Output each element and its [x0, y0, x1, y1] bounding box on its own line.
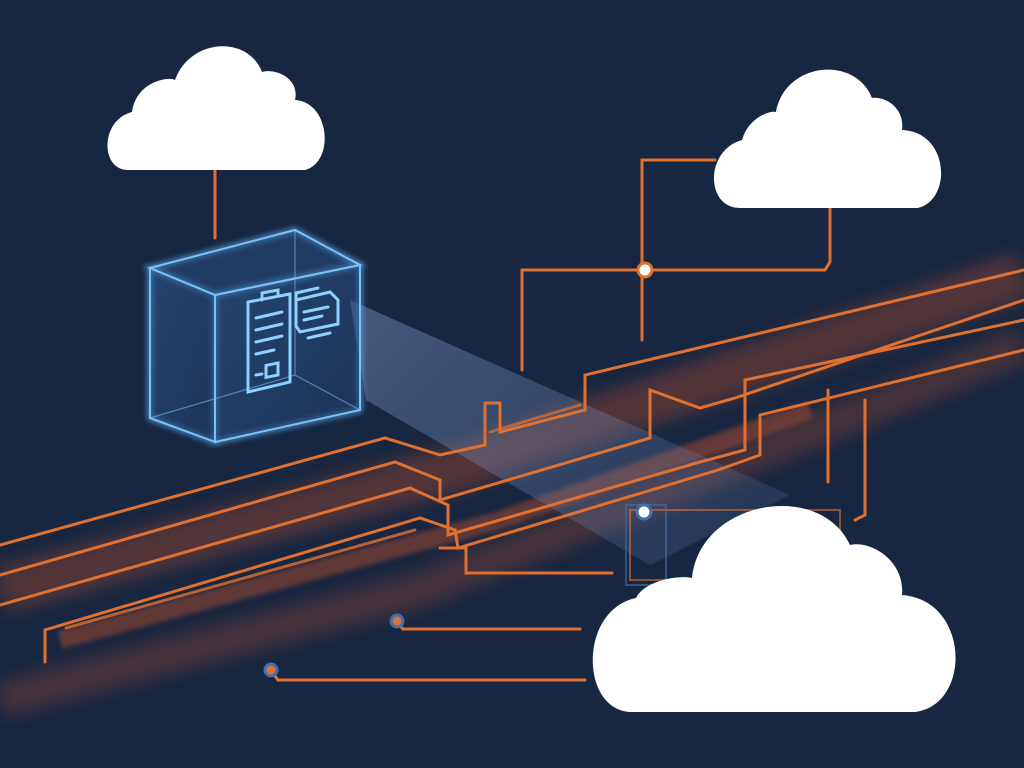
cloud-icon	[592, 506, 956, 712]
trace-diagonal-1	[0, 268, 1024, 547]
node-bottom-2	[263, 662, 279, 678]
nodes	[263, 261, 654, 678]
trace-top-right-b	[520, 203, 832, 372]
trace-diagonal-5	[64, 528, 417, 630]
data-container-box	[142, 227, 368, 446]
trace-drop-b	[853, 398, 867, 522]
trace-top-right-a	[640, 158, 717, 342]
tag-icon	[294, 286, 340, 340]
cloud-icon	[107, 46, 325, 171]
trace-diagonal-3	[0, 318, 1024, 607]
trace-diagonal-2	[0, 298, 1024, 577]
trace-lower-branch	[438, 546, 614, 575]
light-beam	[350, 300, 790, 565]
node-top-junction	[636, 261, 654, 279]
node-lower-junction	[635, 503, 653, 521]
circuit-traces	[0, 158, 1024, 682]
trace-mid-stub	[488, 403, 582, 434]
document-icon	[246, 288, 292, 394]
node-bottom-1	[389, 613, 405, 629]
cloud-icon	[713, 69, 942, 208]
